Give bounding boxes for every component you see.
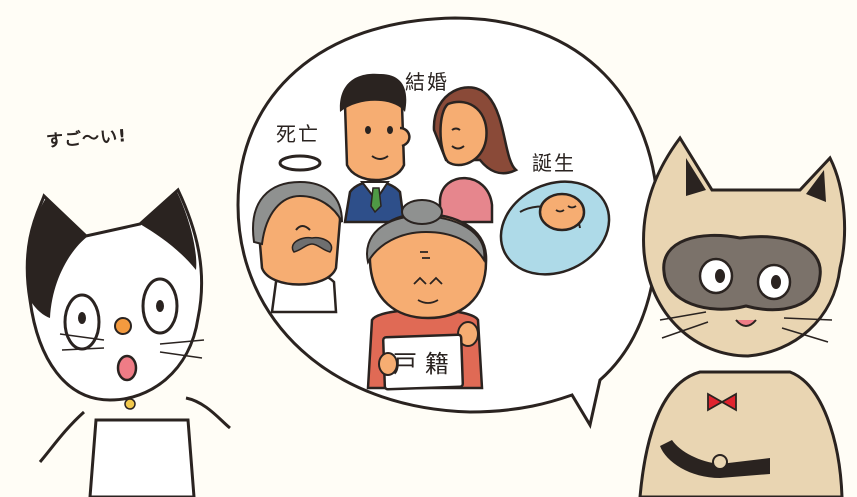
label-marriage: 結婚 xyxy=(405,70,449,94)
man-figure xyxy=(339,73,411,224)
siamese-cat-icon xyxy=(638,135,847,497)
label-death: 死亡 xyxy=(276,122,320,146)
bow-tie-icon xyxy=(707,392,737,412)
label-family-register: 戸籍 xyxy=(393,350,457,378)
old-man-figure xyxy=(252,154,343,314)
halo-icon xyxy=(278,154,322,172)
surprised-cat-icon xyxy=(25,187,231,497)
label-birth: 誕生 xyxy=(532,151,576,175)
swaddled-baby-icon xyxy=(499,180,611,276)
woman-figure xyxy=(432,86,519,224)
grandmother-figure xyxy=(366,199,488,391)
